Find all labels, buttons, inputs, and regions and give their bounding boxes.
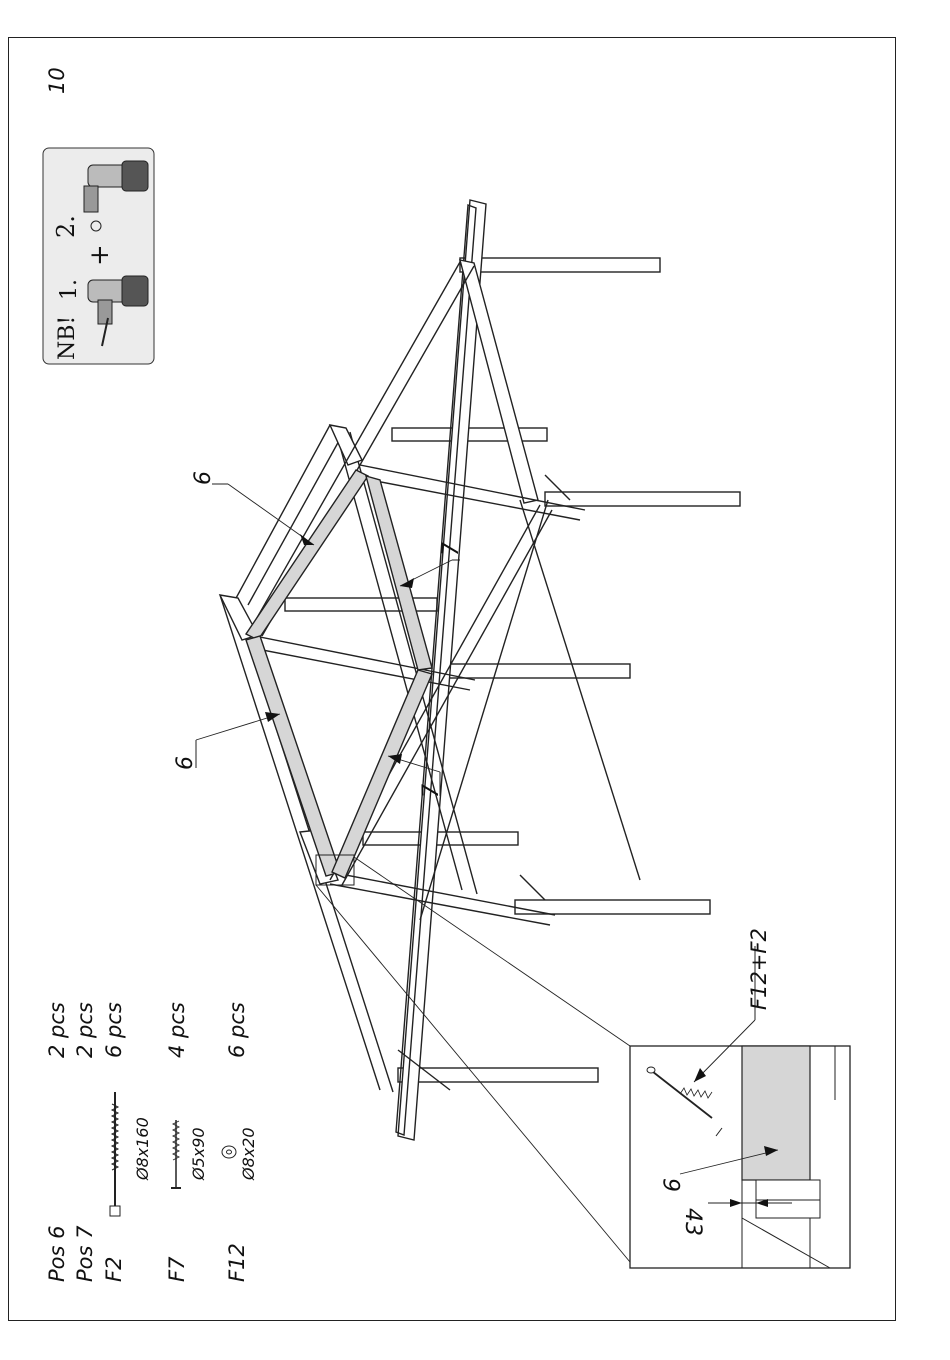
callout-pos6-lower: 6 [173,712,280,770]
svg-text:7: 7 [419,784,444,798]
part-code: F12 [225,1243,249,1282]
callout-pos6-upper: 6 [191,471,314,545]
part-qty: 2 pcs [45,1002,69,1058]
posts [285,258,740,1082]
step-2-label: 2. [52,215,80,238]
part-code: Pos 6 [45,1226,69,1283]
pos6-lower [246,636,340,876]
svg-text:7: 7 [439,542,464,556]
part-qty: 4 pcs [165,1002,189,1058]
part-size: Ø5x90 [189,1127,208,1181]
page-number: 10 [45,67,69,94]
detail-fastener-label: F12+F2 [747,928,771,1010]
part-code: F7 [165,1256,189,1282]
detail-inset: F12+F2 6 43 [630,928,850,1268]
part-qty: 2 pcs [73,1002,97,1058]
part-code: Pos 7 [73,1225,97,1282]
part-size: Ø8x160 [133,1117,152,1181]
nb-instruction-badge: NB! 1. + 2. [43,148,154,364]
svg-text:6: 6 [173,756,198,770]
detail-part-label: 6 [661,1178,686,1192]
step-1-label: 1. [57,279,82,300]
washer-icon [222,1146,236,1158]
nb-label: NB! [55,316,80,360]
part-code: F2 [102,1257,126,1282]
plus-label: + [85,244,115,266]
part-qty: 6 pcs [102,1002,126,1058]
pos7-lower [332,670,432,878]
roof-structure [220,200,740,1140]
parts-list: Pos 6 Pos 7 F2 F7 F12 Ø8x160 Ø5x90 Ø8x20… [45,1002,258,1282]
detail-dimension-label: 43 [680,1208,705,1236]
shaded-members [246,470,432,878]
pos7-upper [366,476,432,670]
part-qty: 6 pcs [225,1002,249,1058]
wood-screw-icon [171,1120,181,1188]
part-size: Ø8x20 [239,1127,258,1181]
lag-screw-icon [110,1092,120,1216]
pos6-upper [246,470,368,640]
svg-text:6: 6 [191,471,216,485]
